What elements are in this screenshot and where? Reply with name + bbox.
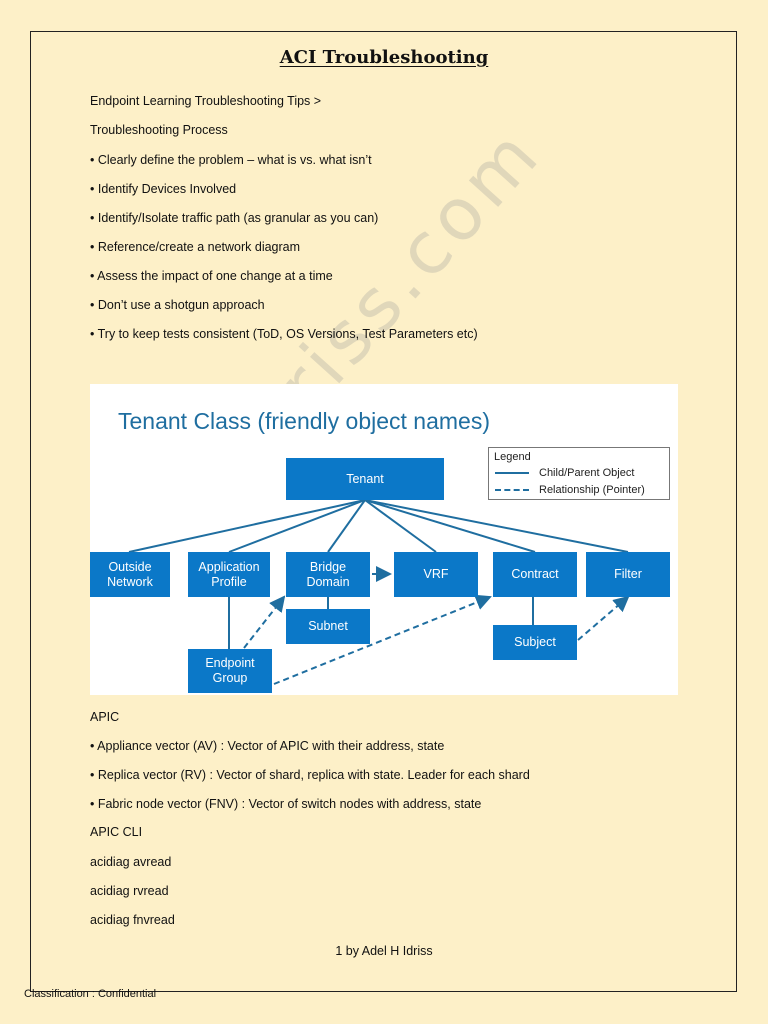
code-line: acidiag avread: [90, 855, 172, 869]
bullet-item: • Identify Devices Involved: [90, 182, 237, 196]
bullet-item: • Replica vector (RV) : Vector of shard,…: [90, 768, 530, 782]
page-footer: 1 by Adel H Idriss: [335, 944, 433, 958]
box-application-profile: Application Profile: [188, 552, 270, 597]
legend-dashed-line: [495, 489, 529, 491]
code-line: acidiag rvread: [90, 884, 169, 898]
bullet-item: • Identify/Isolate traffic path (as gran…: [90, 211, 379, 225]
diagram-connectors: [128, 499, 630, 685]
bullet-item: • Assess the impact of one change at a t…: [90, 269, 333, 283]
link-tenant-contract: [364, 499, 536, 553]
rel-epg-contract: [273, 594, 492, 685]
bullet-item: • Fabric node vector (FNV) : Vector of s…: [90, 797, 482, 811]
rel-epg-bd: [243, 595, 286, 649]
legend-title: Legend: [494, 451, 531, 463]
link-tenant-outside: [128, 499, 366, 553]
link-tenant-vrf: [364, 499, 437, 553]
bullet-item: • Appliance vector (AV) : Vector of APIC…: [90, 739, 445, 753]
box-subject: Subject: [493, 625, 577, 660]
page-border: [30, 31, 737, 992]
classification-label: Classification : Confidential: [24, 988, 157, 1000]
bullet-item: • Don’t use a shotgun approach: [90, 298, 265, 312]
text-line: APIC: [90, 710, 120, 724]
diagram-title: Tenant Class (friendly object names): [118, 408, 490, 434]
link-tenant-app: [228, 499, 366, 553]
text-line: Endpoint Learning Troubleshooting Tips >: [90, 94, 322, 108]
bullet-item: • Reference/create a network diagram: [90, 240, 301, 254]
rel-subject-filter: [577, 595, 630, 641]
text-line: APIC CLI: [90, 825, 143, 839]
text-line: Troubleshooting Process: [90, 123, 228, 137]
box-outside-network: Outside Network: [90, 552, 170, 597]
page-title: ACI Troubleshooting: [279, 47, 489, 68]
bullet-item: • Clearly define the problem – what is v…: [90, 153, 372, 167]
box-contract: Contract: [493, 552, 577, 597]
box-filter: Filter: [586, 552, 670, 597]
link-tenant-filter: [364, 499, 629, 553]
box-endpoint-group: Endpoint Group: [188, 649, 272, 693]
box-tenant: Tenant: [286, 458, 444, 500]
legend-solid-line: [495, 472, 529, 474]
legend: Legend Child/Parent Object Relationship …: [488, 447, 670, 500]
box-bridge-domain: Bridge Domain: [286, 552, 370, 597]
link-tenant-bd: [327, 499, 366, 553]
tenant-class-diagram: Tenant Class (friendly object names) Leg…: [90, 384, 678, 695]
legend-relationship: Relationship (Pointer): [539, 484, 645, 496]
code-line: acidiag fnvread: [90, 913, 175, 927]
box-subnet: Subnet: [286, 609, 370, 644]
box-vrf: VRF: [394, 552, 478, 597]
bullet-item: • Try to keep tests consistent (ToD, OS …: [90, 327, 478, 341]
legend-child-parent: Child/Parent Object: [539, 467, 635, 479]
